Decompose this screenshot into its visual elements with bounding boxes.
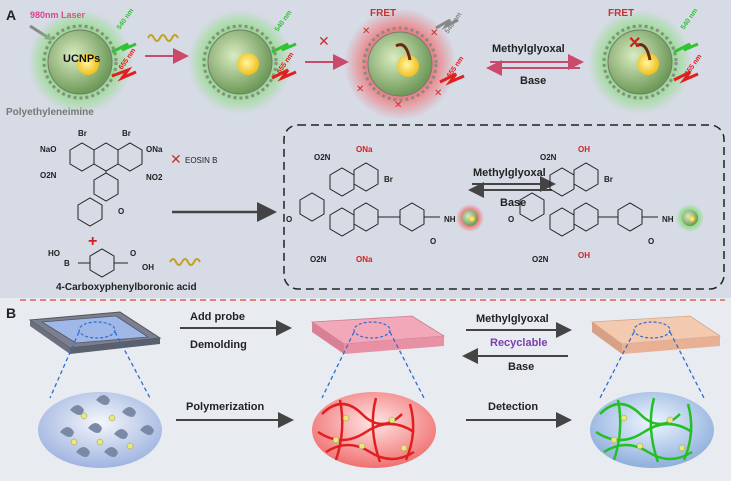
linker-spring-2 — [169, 258, 201, 266]
boronic-b: B — [64, 259, 70, 268]
zoom-line-3b — [669, 331, 705, 399]
eosin-b-structure — [69, 142, 143, 227]
boronic-acid-structure — [78, 248, 128, 278]
step1-bottom-label: Demolding — [190, 339, 247, 351]
eosin-no2: NO2 — [146, 173, 163, 182]
right-oh-top: OH — [578, 145, 590, 154]
lightning-gray-3 — [435, 18, 459, 30]
svg-text:✕: ✕ — [434, 88, 442, 99]
box-reversible-arrow — [468, 176, 556, 198]
recyclable-label: Recyclable — [490, 337, 547, 349]
zoom-line-1a — [49, 331, 80, 399]
eosin-nao: NaO — [40, 145, 56, 154]
eosin-br-1: Br — [78, 129, 87, 138]
linker-spring-1 — [147, 34, 179, 42]
boronic-name: 4-Carboxyphenylboronic acid — [56, 282, 197, 293]
zoom-line-3a — [599, 331, 635, 399]
mold-tray — [28, 311, 162, 354]
eosin-o2n: O2N — [40, 171, 57, 180]
nanoparticle-4: ✕ — [588, 10, 692, 114]
product-left-structure — [299, 162, 440, 237]
fret-label-1: FRET — [370, 8, 396, 19]
right-o2n-bottom: O2N — [532, 255, 549, 264]
box-rev-top-label: Methylglyoxal — [473, 167, 546, 179]
left-product-nanoparticle — [456, 204, 484, 232]
nanoparticle-1: UCNPs — [28, 10, 132, 114]
right-o: O — [508, 215, 514, 224]
right-oh-bottom: OH — [578, 251, 590, 260]
panel-a-letter: A — [6, 7, 16, 23]
product-right-structure — [519, 162, 658, 237]
svg-text:✕: ✕ — [356, 84, 364, 95]
eosin-ona: ONa — [146, 145, 163, 154]
lightning-green-1 — [111, 42, 137, 54]
right-o2n-top: O2N — [540, 153, 557, 162]
step2-bottom-label: Base — [508, 361, 534, 373]
zoom-ring-3 — [633, 321, 671, 339]
boronic-oh: OH — [142, 263, 154, 272]
step1-top-label: Add probe — [190, 311, 245, 323]
left-o: O — [286, 215, 292, 224]
step2-top-label: Methylglyoxal — [476, 313, 549, 325]
eosin-br-2: Br — [122, 129, 131, 138]
svg-text:✕: ✕ — [628, 35, 641, 52]
boronic-ho: HO — [48, 249, 60, 258]
left-ona-top: ONa — [356, 145, 373, 154]
left-br: Br — [384, 175, 393, 184]
nanoparticle-2 — [188, 10, 292, 114]
pink-hydrogel-sheet — [310, 315, 446, 354]
svg-text:✕: ✕ — [394, 100, 402, 111]
lightning-green-4 — [673, 42, 699, 54]
product-box — [283, 124, 725, 290]
left-nh: NH — [444, 215, 456, 224]
red-network-dome — [312, 392, 436, 468]
pei-label: Polyethyleneimine — [6, 107, 94, 118]
plus-sign: + — [88, 233, 97, 250]
panel-b-letter: B — [6, 305, 16, 321]
zoom-line-2b — [389, 331, 425, 399]
zoom-ring-1 — [78, 321, 116, 339]
nanoparticle-3: ✕ ✕ ✕ ✕ ✕ — [344, 8, 456, 120]
left-carbonyl-o: O — [430, 237, 436, 246]
svg-text:✕: ✕ — [362, 26, 370, 37]
right-product-nanoparticle — [676, 204, 704, 232]
eosin-b-label: EOSIN B — [185, 156, 217, 165]
eosin-star-icon: ✕ — [318, 33, 330, 49]
rev-bottom-label: Base — [520, 75, 546, 87]
rev-top-label: Methylglyoxal — [492, 43, 565, 55]
monomer-dome — [38, 392, 162, 468]
ucnp-label: UCNPs — [63, 53, 100, 65]
zoom-line-1b — [114, 331, 151, 399]
right-nh: NH — [662, 215, 674, 224]
reversible-arrow-top — [486, 54, 584, 76]
left-o2n-bottom: O2N — [310, 255, 327, 264]
eosin-o: O — [118, 207, 124, 216]
right-br: Br — [604, 175, 613, 184]
step2-lower-label: Detection — [488, 401, 538, 413]
peach-hydrogel-sheet — [590, 315, 722, 354]
zoom-line-2a — [321, 331, 355, 399]
svg-text:✕: ✕ — [430, 28, 438, 39]
arrow-b3-reversible — [462, 322, 572, 364]
lightning-red-3 — [439, 72, 465, 86]
lightning-green-2 — [271, 42, 297, 54]
zoom-ring-2 — [353, 321, 391, 339]
right-carbonyl-o: O — [648, 237, 654, 246]
lightning-red-2 — [271, 68, 297, 82]
boronic-o: O — [130, 249, 136, 258]
eosin-star-icon-2: ✕ — [170, 151, 182, 167]
left-ona-bottom: ONa — [356, 255, 373, 264]
step1-lower-label: Polymerization — [186, 401, 265, 413]
fret-label-2: FRET — [608, 8, 634, 19]
left-o2n-top: O2N — [314, 153, 331, 162]
green-network-dome — [590, 392, 714, 468]
lightning-red-1 — [111, 66, 137, 82]
lightning-red-4 — [673, 70, 699, 84]
